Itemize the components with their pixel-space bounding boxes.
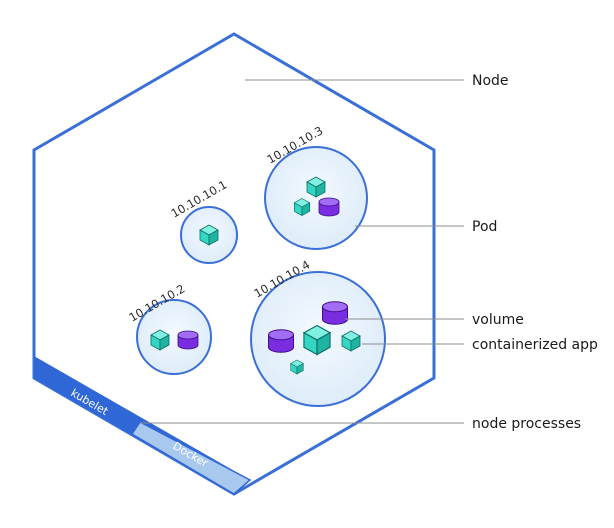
node-hexagon [32,32,436,496]
node-processes-label: node processes [472,416,581,432]
leader-lines [140,79,464,424]
node-label: Node [472,73,509,89]
volume-cylinder-icon [177,330,199,350]
containerized-app-label: containerized app [472,337,598,353]
volume-label: volume [472,312,524,328]
pod-label: Pod [472,219,497,235]
volume-cylinder-icon [318,197,340,217]
volume-cylinder-icon [268,329,294,353]
docker-band [130,421,252,495]
volume-cylinder-icon [322,301,348,325]
